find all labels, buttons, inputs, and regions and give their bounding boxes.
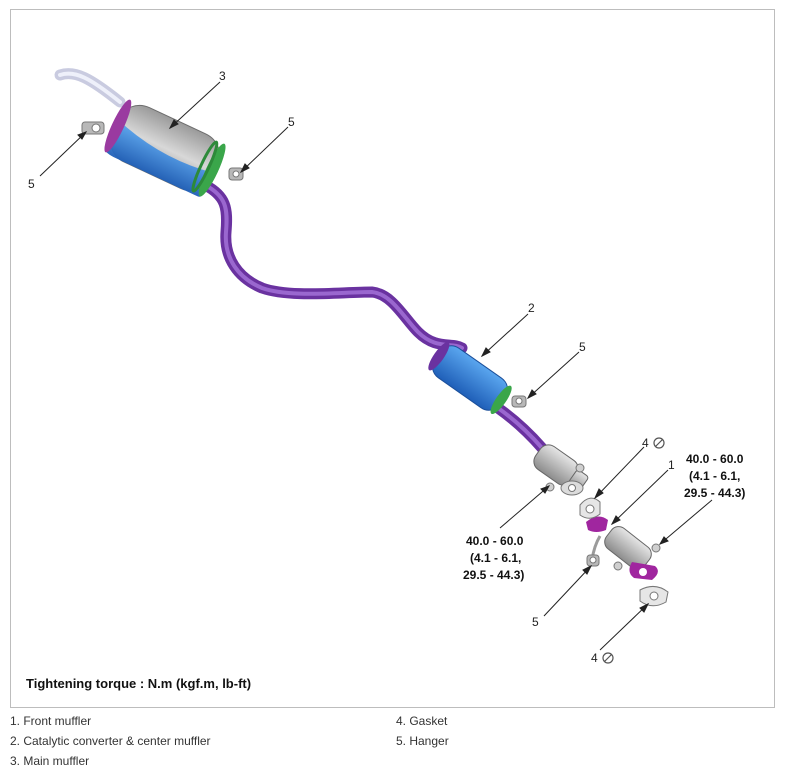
catalytic-converter	[533, 444, 589, 496]
center-muffler	[428, 341, 512, 415]
torque-right-line-2: (4.1 - 6.1,	[689, 469, 740, 483]
torque-right-line-1: 40.0 - 60.0	[686, 452, 744, 466]
torque-spec-left: 40.0 - 60.0 (4.1 - 6.1, 29.5 - 44.3)	[463, 534, 524, 582]
callout-hanger-center: 5	[579, 340, 586, 354]
torque-left-line-2: (4.1 - 6.1,	[470, 551, 521, 565]
exhaust-pipe	[199, 179, 548, 454]
hanger-top	[228, 167, 244, 181]
legend-right: 4. Gasket 5. Hanger	[396, 711, 449, 751]
torque-right-line-3: 29.5 - 44.3)	[684, 486, 745, 500]
flange-nuts	[545, 463, 661, 571]
callout-hanger-left: 5	[28, 177, 35, 191]
callout-center-muffler: 2	[528, 301, 535, 315]
callout-main-muffler: 3	[219, 69, 226, 83]
torque-spec-right: 40.0 - 60.0 (4.1 - 6.1, 29.5 - 44.3)	[684, 452, 745, 500]
tightening-torque-caption: Tightening torque : N.m (kgf.m, lb-ft)	[26, 676, 252, 691]
callout-front-muffler: 1	[668, 458, 675, 472]
callout-hanger-front: 5	[532, 615, 539, 629]
front-muffler	[586, 516, 658, 580]
torque-left-line-3: 29.5 - 44.3)	[463, 568, 524, 582]
main-muffler	[104, 99, 226, 197]
do-not-reuse-icon	[602, 652, 614, 664]
legend-item: 3. Main muffler	[10, 754, 90, 768]
tail-pipe	[54, 68, 126, 108]
legend-item: 1. Front muffler	[10, 714, 92, 728]
do-not-reuse-icon	[653, 437, 665, 449]
hanger-front	[586, 554, 600, 567]
leader-lines	[39, 81, 713, 651]
callout-hanger-top: 5	[288, 115, 295, 129]
callout-gasket-upper: 4	[642, 436, 649, 450]
gasket-lower	[639, 586, 669, 607]
legend-item: 4. Gasket	[396, 714, 448, 728]
gasket-upper	[579, 497, 601, 519]
callout-gasket-lower: 4	[591, 651, 598, 665]
legend-item: 2. Catalytic converter & center muffler	[10, 734, 211, 748]
torque-left-line-1: 40.0 - 60.0	[466, 534, 524, 548]
legend-item: 5. Hanger	[396, 734, 449, 748]
hanger-left	[81, 121, 105, 135]
hanger-center	[511, 395, 527, 408]
legend-left: 1. Front muffler 2. Catalytic converter …	[10, 711, 211, 771]
